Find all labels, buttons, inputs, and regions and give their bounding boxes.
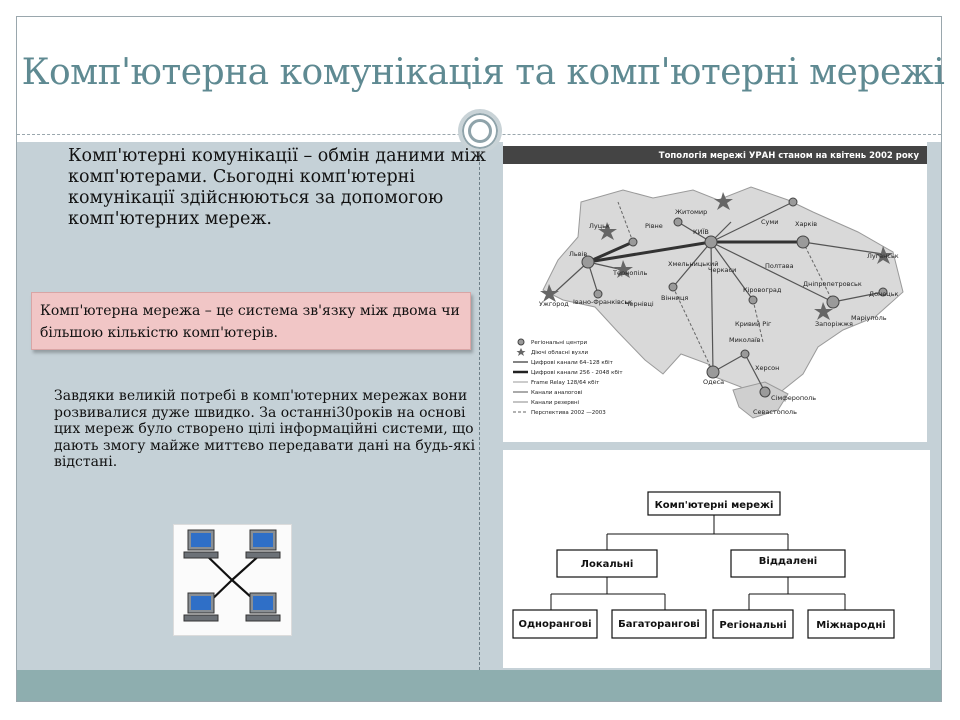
tree-root: Комп'ютерні мережі (655, 500, 774, 511)
svg-text:Регіональні центри: Регіональні центри (531, 340, 587, 346)
svg-text:Канали аналогові: Канали аналогові (531, 390, 583, 396)
svg-text:Севастополь: Севастополь (753, 408, 797, 416)
svg-text:Суми: Суми (761, 218, 779, 226)
svg-text:Цифрові канали 256 - 2048 кбіт: Цифрові канали 256 - 2048 кбіт (531, 370, 623, 376)
svg-text:Рівне: Рівне (645, 222, 663, 230)
svg-text:Миколаїв: Миколаїв (729, 336, 761, 344)
svg-text:Харків: Харків (795, 220, 817, 228)
svg-text:Херсон: Херсон (755, 364, 779, 372)
intro-text: Комп'ютерні комунікації – обмін даними м… (68, 146, 486, 229)
map-header: Топологія мережі УРАН станом на квітень … (659, 150, 920, 161)
svg-text:Черкаси: Черкаси (708, 266, 736, 274)
svg-text:Запоріжжя: Запоріжжя (815, 320, 853, 328)
svg-text:Львів: Львів (569, 250, 587, 258)
column-divider (479, 142, 480, 670)
tree-multi: Багаторангові (618, 619, 700, 630)
tree-regional: Регіональні (719, 620, 786, 631)
computer-icon (245, 592, 281, 622)
svg-text:Діючі обласні вузли: Діючі обласні вузли (531, 350, 588, 356)
svg-text:Цифрові канали 64–128 кбіт: Цифрові канали 64–128 кбіт (531, 360, 614, 366)
computer-icon (183, 592, 219, 622)
svg-text:Тернопіль: Тернопіль (612, 269, 648, 277)
svg-text:Маріуполь: Маріуполь (851, 314, 887, 322)
network-computers-image (173, 524, 292, 636)
tree-local: Локальні (581, 559, 634, 570)
svg-text:Івано-Франківськ: Івано-Франківськ (573, 298, 632, 306)
body-text: Завдяки великій потребі в комп'ютерних м… (54, 388, 476, 470)
svg-text:Дніпропетровськ: Дніпропетровськ (803, 280, 862, 288)
svg-text:Перспектива 2002 —2003: Перспектива 2002 —2003 (531, 410, 606, 416)
svg-text:Житомир: Житомир (675, 208, 707, 216)
svg-text:КИЇВ: КИЇВ (693, 227, 709, 236)
svg-text:Кіровоград: Кіровоград (743, 286, 782, 294)
svg-text:Полтава: Полтава (765, 262, 794, 270)
svg-text:Луцьк: Луцьк (589, 222, 610, 230)
definition-box: Комп'ютерна мережа – це система зв'язку … (31, 292, 471, 350)
svg-text:Frame Relay 128/64 кбіт: Frame Relay 128/64 кбіт (531, 380, 600, 386)
map-legend: Регіональні центри Діючі обласні вузли Ц… (513, 338, 623, 416)
svg-text:Ужгород: Ужгород (539, 300, 569, 308)
circle-ornament-icon (458, 109, 502, 153)
svg-text:Хмельницький: Хмельницький (668, 260, 718, 268)
network-types-tree: Комп'ютерні мережі Локальні Віддалені Од… (503, 450, 930, 668)
svg-text:Вінниця: Вінниця (661, 294, 688, 302)
slide-title: Комп'ютерна комунікація та комп'ютерні м… (21, 52, 945, 93)
svg-text:Одеса: Одеса (703, 378, 724, 386)
tree-international: Міжнародні (816, 620, 885, 631)
svg-text:Луганськ: Луганськ (867, 252, 899, 260)
svg-text:Чернівці: Чернівці (625, 300, 654, 308)
svg-text:Сімферополь: Сімферополь (771, 394, 816, 402)
bottom-bar (17, 670, 941, 701)
svg-text:Канали резервні: Канали резервні (531, 400, 580, 406)
uran-topology-map: Топологія мережі УРАН станом на квітень … (503, 142, 927, 442)
svg-text:Кривий Ріг: Кривий Ріг (735, 320, 772, 328)
tree-remote: Віддалені (759, 556, 817, 567)
tree-peer: Однорангові (518, 619, 591, 630)
computer-icon (183, 529, 219, 559)
computer-icon (245, 529, 281, 559)
slide-frame (16, 16, 942, 702)
svg-text:Донецьк: Донецьк (869, 290, 899, 298)
